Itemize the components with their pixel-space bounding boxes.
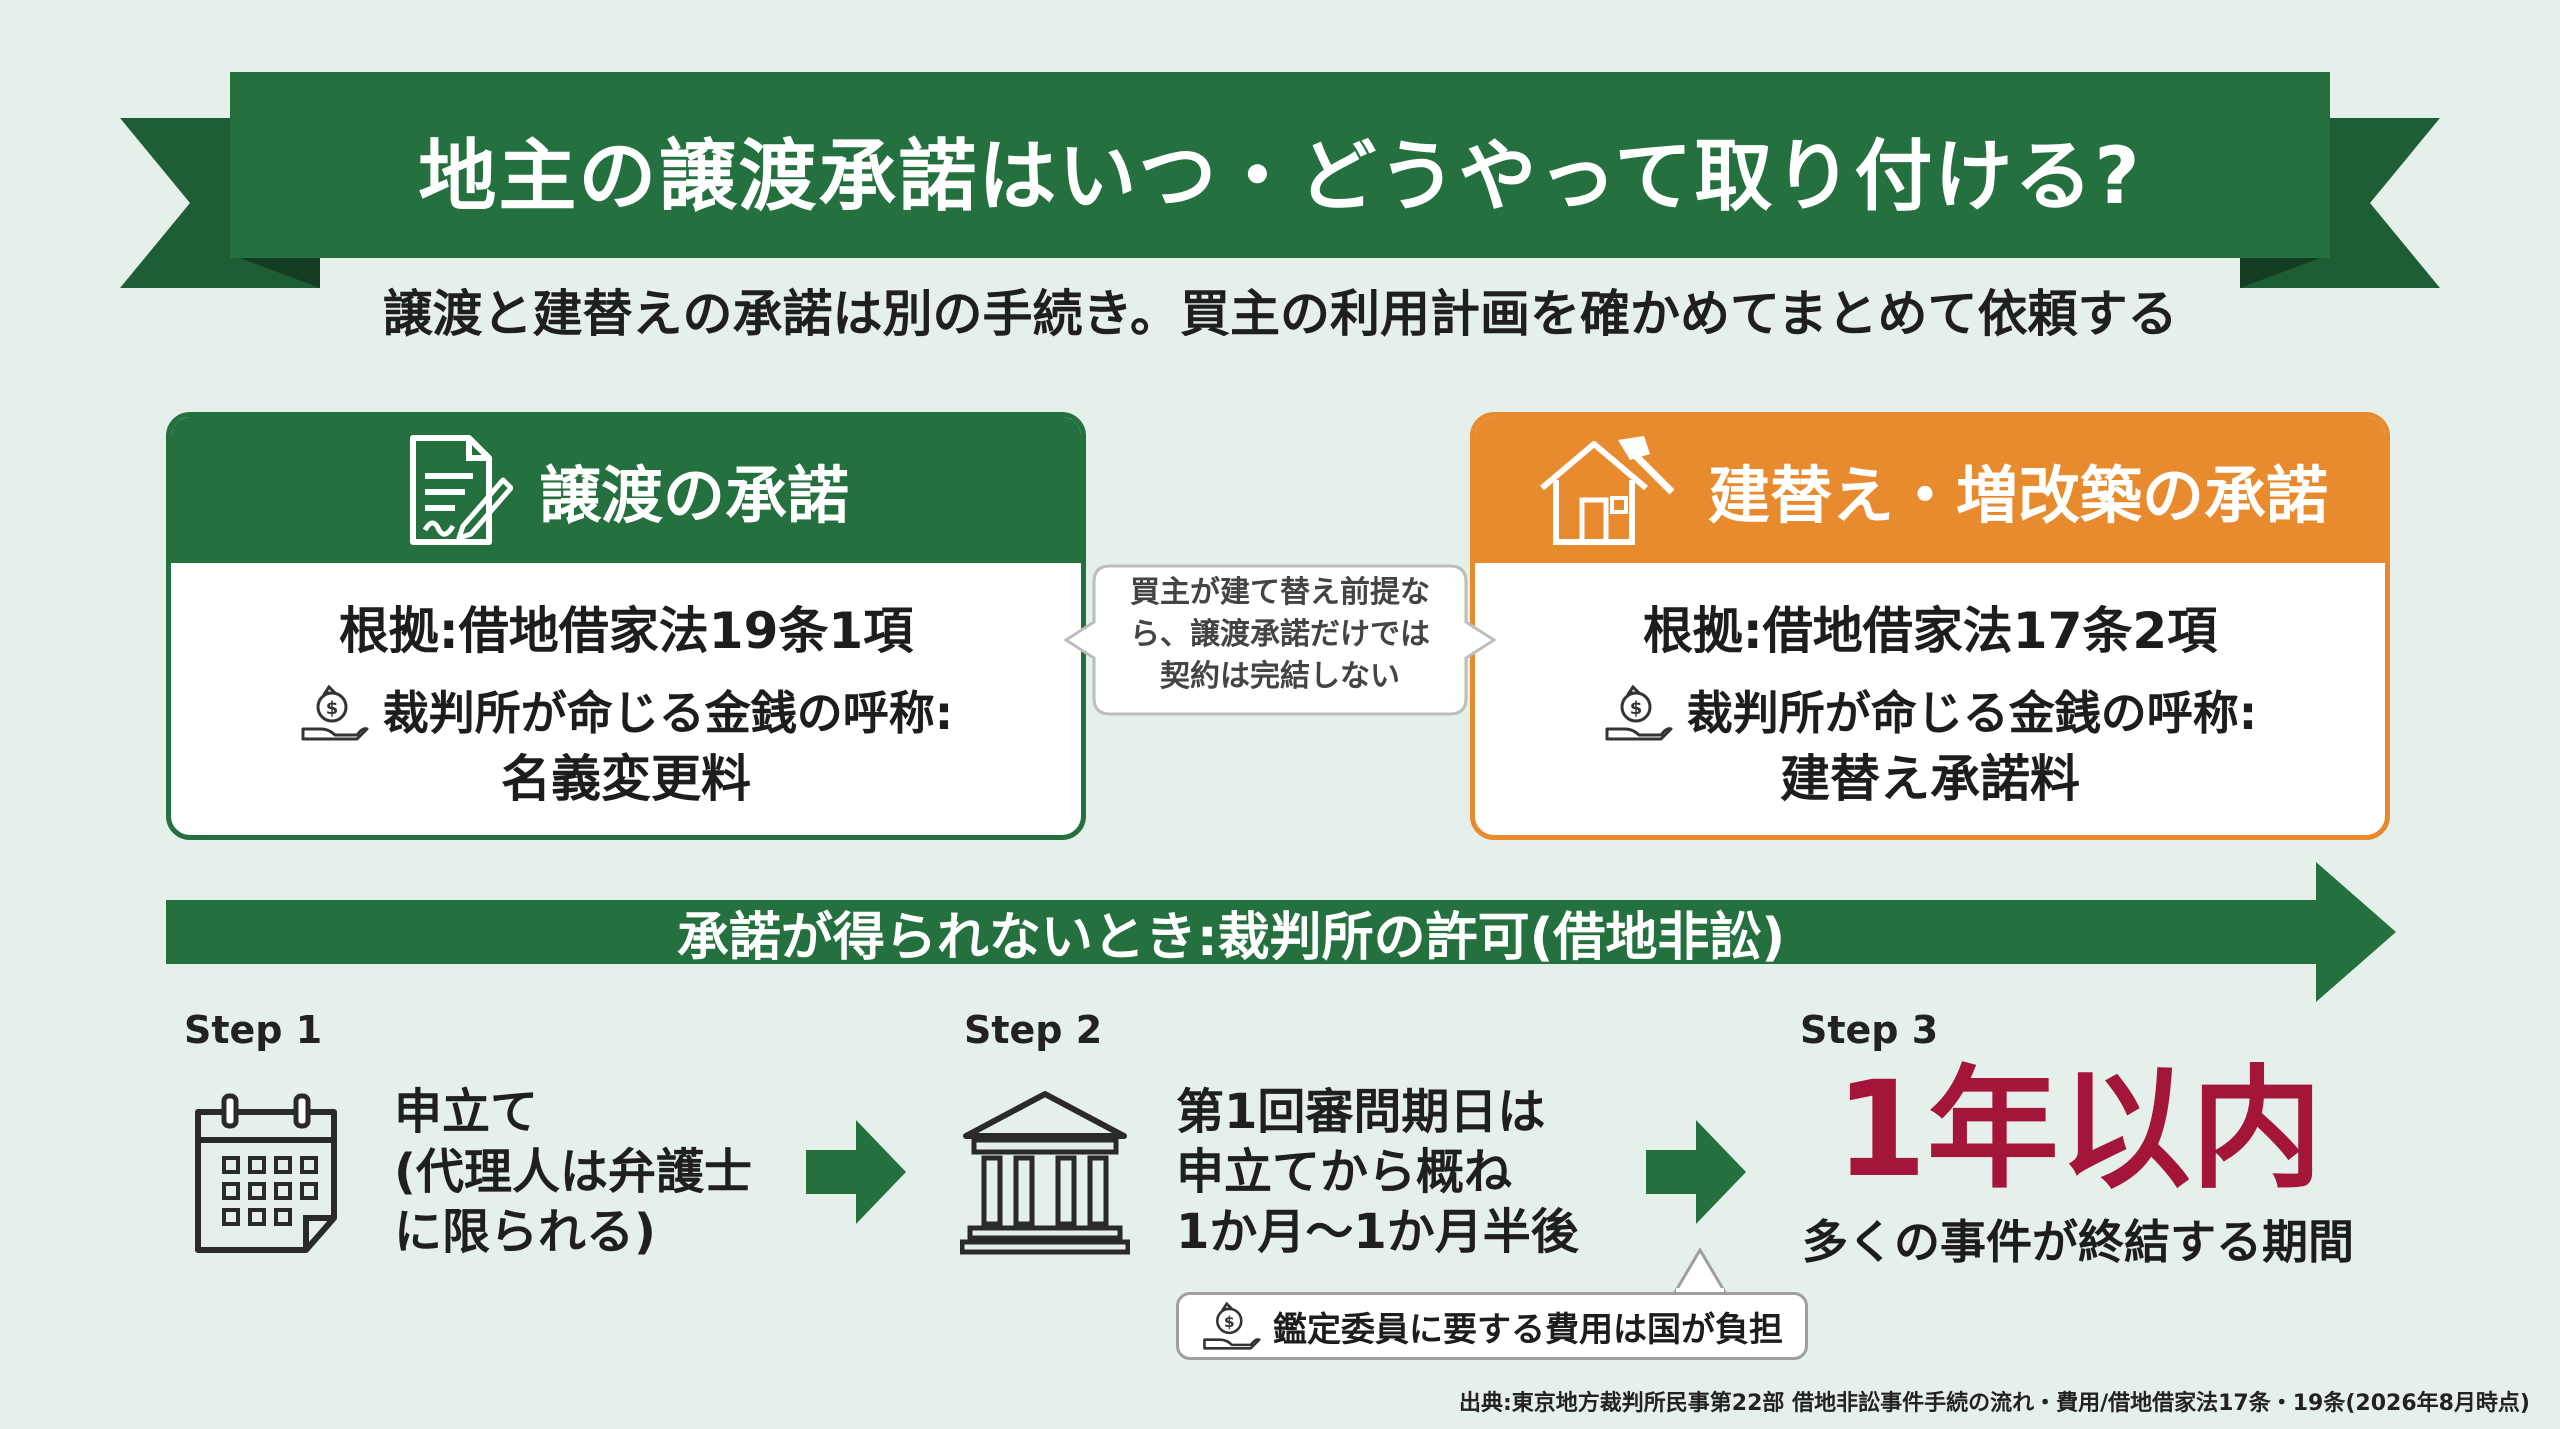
svg-text:$: $	[1224, 1313, 1235, 1331]
page-subtitle: 譲渡と建替えの承諾は別の手続き。買主の利用計画を確かめてまとめて依頼する	[382, 285, 2178, 343]
step1-text: 申立て (代理人は弁護士 に限られる)	[394, 1082, 752, 1262]
step3-description: 多くの事件が終結する期間	[1802, 1215, 2354, 1269]
callout-line: ら、譲渡承諾だけでは	[1130, 617, 1430, 652]
appraisal-cost-note: $ 鑑定委員に要する費用は国が負担	[1176, 1292, 1808, 1360]
court-permission-text: 承諾が得られないとき:裁判所の許可(借地非訟)	[676, 907, 1786, 968]
arrow-right-icon	[806, 1120, 906, 1224]
transfer-fee-name: 名義変更料	[501, 750, 751, 808]
title-ribbon	[120, 72, 2440, 288]
money-hand-icon: $	[1605, 684, 1673, 741]
document-signature-icon	[409, 435, 513, 545]
court-permission-arrow	[166, 862, 2396, 1002]
step1-label: Step 1	[184, 1008, 323, 1052]
callout-line: 契約は完結しない	[1160, 659, 1400, 694]
transfer-fee-label: 裁判所が命じる金銭の呼称:	[382, 686, 954, 740]
money-hand-icon: $	[301, 684, 369, 741]
svg-text:$: $	[326, 698, 339, 719]
source-citation: 出典:東京地方裁判所民事第22部 借地非訟事件手続の流れ・費用/借地借家法17条…	[1459, 1391, 2530, 1416]
rebuild-consent-header: 建替え・増改築の承諾	[1475, 417, 2385, 563]
money-hand-icon: $	[1203, 1301, 1261, 1350]
transfer-consent-basis: 根拠:借地借家法19条1項	[338, 602, 914, 660]
courthouse-icon	[960, 1091, 1130, 1255]
svg-text:$: $	[1630, 698, 1643, 719]
appraisal-cost-text: 鑑定委員に要する費用は国が負担	[1273, 1309, 1783, 1350]
rebuild-fee-label-row: $ 裁判所が命じる金銭の呼称:	[1475, 683, 2385, 743]
note-pointer	[1671, 1248, 1729, 1296]
callout-text: 買主が建て替え前提な ら、譲渡承諾だけでは 契約は完結しない	[1110, 572, 1450, 708]
step2-line: 1か月〜1か月半後	[1176, 1204, 1579, 1260]
transfer-fee-label-row: $ 裁判所が命じる金銭の呼称:	[171, 683, 1081, 743]
rebuild-consent-card: 建替え・増改築の承諾 根拠:借地借家法17条2項 $ 裁判所が命じる金銭の呼称:…	[1470, 412, 2390, 840]
callout-line: 買主が建て替え前提な	[1130, 575, 1430, 610]
step2-line: 申立てから概ね	[1176, 1144, 1513, 1200]
transfer-consent-header: 譲渡の承諾	[171, 417, 1081, 563]
house-hammer-icon	[1540, 436, 1675, 545]
step1-line: (代理人は弁護士	[394, 1144, 752, 1200]
transfer-consent-title: 譲渡の承諾	[538, 459, 849, 532]
step3-period: 1年以内	[1835, 1053, 2323, 1207]
calendar-icon	[195, 1093, 337, 1253]
transfer-consent-card: 譲渡の承諾 根拠:借地借家法19条1項 $ 裁判所が命じる金銭の呼称: 名義変更…	[166, 412, 1086, 840]
page-title: 地主の譲渡承諾はいつ・どうやって取り付ける?	[418, 132, 2142, 222]
step2-line: 第1回審問期日は	[1176, 1084, 1546, 1140]
callout-bubble	[1063, 564, 1497, 716]
rebuild-fee-name: 建替え承諾料	[1780, 750, 2080, 808]
step1-line: 申立て	[394, 1084, 539, 1140]
rebuild-consent-basis: 根拠:借地借家法17条2項	[1642, 602, 2218, 660]
rebuild-consent-title: 建替え・増改築の承諾	[1707, 459, 2328, 532]
step2-label: Step 2	[964, 1008, 1103, 1052]
step2-text: 第1回審問期日は 申立てから概ね 1か月〜1か月半後	[1176, 1082, 1579, 1262]
step3-label: Step 3	[1800, 1008, 1939, 1052]
step1-line: に限られる)	[394, 1204, 656, 1260]
arrow-right-icon	[1646, 1120, 1746, 1224]
rebuild-fee-label: 裁判所が命じる金銭の呼称:	[1686, 686, 2258, 740]
